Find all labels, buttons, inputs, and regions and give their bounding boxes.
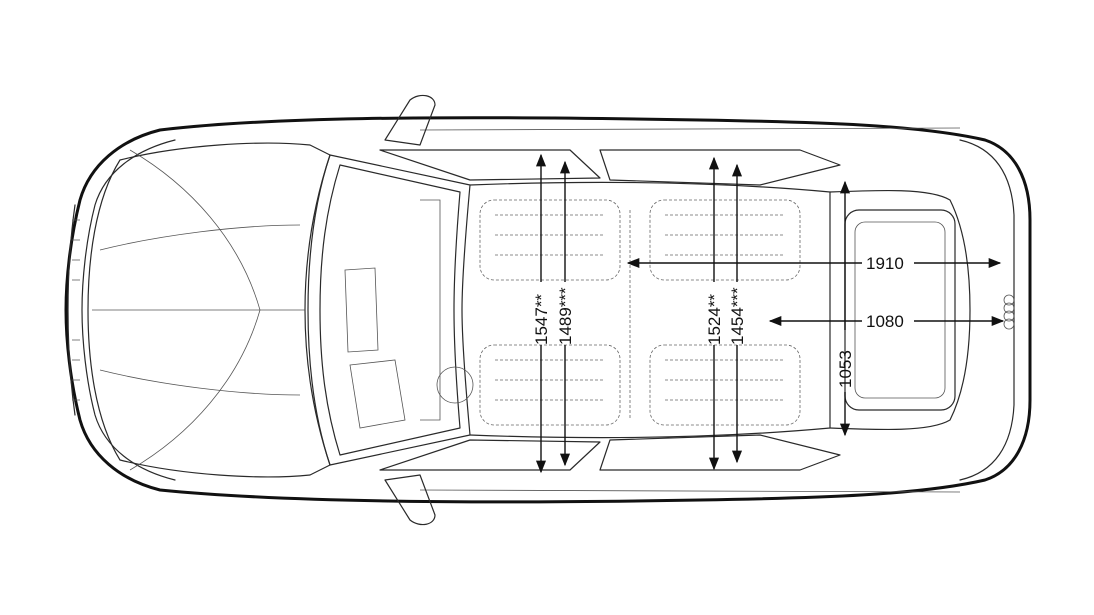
- front-grille: [67, 204, 80, 416]
- cabin: [307, 154, 971, 466]
- dimension-load-width-max: 1910: [626, 251, 1002, 273]
- dimension-label-1053: 1053: [836, 350, 855, 388]
- dimension-front-shoulder: 1547**: [532, 153, 551, 474]
- dimension-label-1524: 1524**: [705, 294, 724, 345]
- dimension-label-1454: 1454***: [728, 287, 747, 345]
- mirror-right: [384, 474, 436, 526]
- dimension-load-length: 1053: [836, 180, 855, 437]
- dimension-label-1489: 1489***: [556, 287, 575, 345]
- dashboard: [344, 199, 474, 429]
- hood: [87, 142, 331, 478]
- dimension-label-1910: 1910: [866, 254, 904, 273]
- mirror-left: [384, 94, 436, 146]
- dimension-load-width-arches: 1080: [768, 309, 1005, 331]
- dimension-front-elbow: 1489***: [556, 160, 575, 467]
- side-windows: [379, 127, 961, 493]
- dimension-rear-shoulder: 1524**: [705, 156, 724, 471]
- seats: [479, 199, 801, 426]
- dimension-label-1547: 1547**: [532, 294, 551, 345]
- dimension-rear-elbow: 1454***: [728, 163, 747, 464]
- rear-logo-icon: [1003, 294, 1015, 330]
- steering-wheel-icon: [436, 366, 474, 404]
- dimension-label-1080: 1080: [866, 312, 904, 331]
